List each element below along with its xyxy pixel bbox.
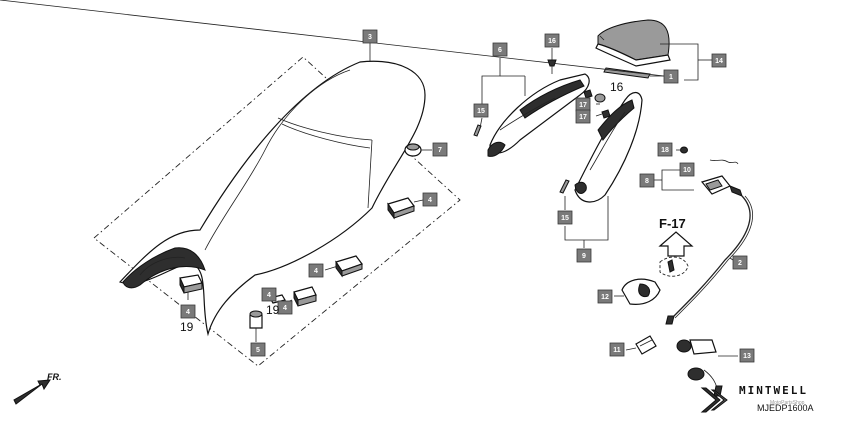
label-19b: 19 — [266, 303, 280, 317]
brand-logo — [700, 387, 728, 413]
svg-text:12: 12 — [601, 294, 609, 301]
cushion-4a — [387, 197, 415, 220]
callout-7[interactable]: 7 — [432, 142, 448, 157]
callout-6[interactable]: 6 — [492, 42, 508, 57]
label-19a: 19 — [180, 320, 194, 334]
callout-9[interactable]: 9 — [576, 248, 592, 263]
cushion-4b — [335, 255, 363, 278]
svg-text:15: 15 — [561, 215, 569, 222]
bolt-18 — [680, 146, 688, 154]
clip-17b — [601, 109, 611, 119]
svg-text:17: 17 — [579, 114, 587, 121]
brand-name: MINTWELL — [739, 384, 808, 397]
cushion-4d — [293, 286, 317, 307]
callout-5[interactable]: 5 — [250, 342, 266, 357]
svg-text:4: 4 — [428, 197, 432, 204]
svg-text:1: 1 — [669, 74, 673, 81]
callout-13[interactable]: 13 — [739, 348, 755, 363]
clip-11 — [635, 335, 657, 355]
rear-cowl-right-9 — [574, 91, 643, 203]
label-16-plain: 16 — [610, 80, 624, 94]
callout-15b[interactable]: 15 — [557, 210, 573, 225]
seal-strip-1 — [603, 67, 651, 79]
pillion-cover-14 — [595, 19, 671, 67]
callout-4a[interactable]: 4 — [422, 192, 438, 207]
callout-3[interactable]: 3 — [362, 29, 378, 44]
svg-text:2: 2 — [738, 260, 742, 267]
callout-15a[interactable]: 15 — [473, 103, 489, 118]
callout-2[interactable]: 2 — [732, 255, 748, 270]
bolt-16 — [547, 48, 557, 74]
seat-cushions — [179, 197, 415, 307]
callout-4c[interactable]: 4 — [180, 304, 196, 319]
clip-17a — [583, 89, 593, 99]
callout-1[interactable]: 1 — [663, 69, 679, 84]
svg-text:14: 14 — [715, 58, 723, 65]
callout-18[interactable]: 18 — [657, 142, 673, 157]
callout-4e[interactable]: 4 — [277, 300, 293, 315]
callout-17b[interactable]: 17 — [575, 109, 591, 124]
svg-text:8: 8 — [645, 178, 649, 185]
cushion-4c — [179, 274, 203, 294]
svg-text:5: 5 — [256, 347, 260, 354]
svg-text:4: 4 — [186, 309, 190, 316]
seat-drawing — [118, 60, 426, 337]
svg-text:3: 3 — [368, 34, 372, 41]
svg-text:6: 6 — [498, 47, 502, 54]
svg-text:13: 13 — [743, 353, 751, 360]
seat-latch-10 — [700, 159, 743, 197]
callout-8[interactable]: 8 — [639, 173, 655, 188]
svg-text:10: 10 — [683, 167, 691, 174]
callout-10[interactable]: 10 — [679, 162, 695, 177]
figure-ref-label: F-17 — [659, 216, 686, 231]
callout-14[interactable]: 14 — [711, 53, 727, 68]
svg-text:18: 18 — [661, 147, 669, 154]
seat-lock-cable-2 — [665, 195, 754, 325]
svg-text:4: 4 — [283, 305, 287, 312]
callout-17a[interactable]: 17 — [575, 97, 591, 112]
seat-assembly-frame — [93, 56, 461, 367]
diagram-code: MJEDP1600A — [757, 403, 814, 413]
key-cylinder-13 — [676, 339, 723, 397]
svg-text:17: 17 — [579, 102, 587, 109]
svg-text:11: 11 — [613, 347, 621, 354]
svg-text:7: 7 — [438, 147, 442, 154]
svg-text:9: 9 — [582, 253, 586, 260]
bump-stop-5 — [249, 310, 263, 329]
grommet-16 — [594, 93, 606, 103]
rubber-knob-7 — [404, 143, 422, 157]
front-direction-label: FR. — [47, 372, 62, 382]
callout-4b[interactable]: 4 — [308, 263, 324, 278]
callout-12[interactable]: 12 — [597, 289, 613, 304]
rear-cowl-left-6 — [487, 73, 590, 157]
svg-text:15: 15 — [477, 108, 485, 115]
brand-watermark: MotoPartsShop — [770, 400, 805, 406]
svg-text:4: 4 — [314, 268, 318, 275]
svg-text:16: 16 — [548, 38, 556, 45]
callout-4d[interactable]: 4 — [261, 287, 277, 302]
callout-11[interactable]: 11 — [609, 342, 625, 357]
svg-text:4: 4 — [267, 292, 271, 299]
front-direction-arrow — [13, 379, 51, 405]
lock-bracket-12 — [621, 278, 661, 305]
figure-ref-arrow — [658, 231, 694, 277]
callout-16[interactable]: 16 — [544, 33, 560, 48]
